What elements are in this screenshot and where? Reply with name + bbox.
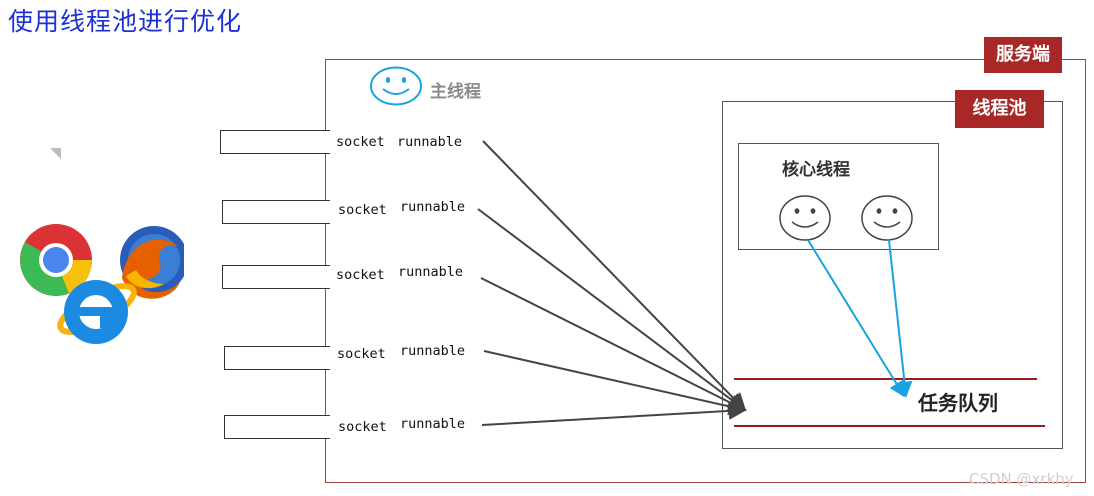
- socket-label: socket: [336, 267, 385, 283]
- socket-connector: [222, 265, 330, 289]
- ie-icon: [57, 280, 137, 344]
- socket-label: socket: [338, 419, 387, 435]
- task-queue: [734, 378, 1045, 427]
- task-queue-label: 任务队列: [918, 391, 998, 415]
- runnable-label: runnable: [400, 416, 466, 432]
- runnable-label: runnable: [400, 343, 466, 359]
- firefox-icon: [120, 226, 184, 299]
- socket-connector: [224, 346, 330, 370]
- main-thread-smiley-icon: [370, 66, 422, 106]
- task-arrow: [481, 401, 747, 426]
- main-thread-label: 主线程: [430, 82, 481, 102]
- small-triangle-icon: [50, 148, 61, 159]
- core-thread-smiley-icon: [779, 195, 831, 241]
- thread-pool-label: 线程池: [955, 90, 1044, 128]
- watermark: CSDN @xrkhy: [969, 470, 1074, 488]
- socket-connector: [220, 130, 330, 154]
- page-title: 使用线程池进行优化: [8, 7, 243, 36]
- core-thread-label: 核心线程: [782, 160, 850, 180]
- socket-label: socket: [338, 202, 387, 218]
- runnable-label: runnable: [398, 264, 464, 280]
- socket-connector: [224, 415, 330, 439]
- core-thread-box: [738, 143, 939, 250]
- task-arrow: [482, 140, 747, 412]
- chrome-icon: [20, 224, 93, 296]
- thread-take-arrow: [807, 239, 905, 398]
- task-arrow: [483, 350, 747, 416]
- client-browsers: [20, 224, 184, 344]
- socket-label: socket: [337, 346, 386, 362]
- socket-connector: [222, 200, 330, 224]
- core-thread-smiley-icon: [861, 195, 913, 241]
- server-label: 服务端: [984, 37, 1062, 73]
- task-arrow: [477, 208, 747, 412]
- runnable-label: runnable: [400, 199, 466, 215]
- thread-take-arrow: [888, 239, 913, 398]
- socket-label: socket: [336, 134, 385, 150]
- runnable-label: runnable: [397, 134, 463, 150]
- task-arrow: [480, 277, 747, 411]
